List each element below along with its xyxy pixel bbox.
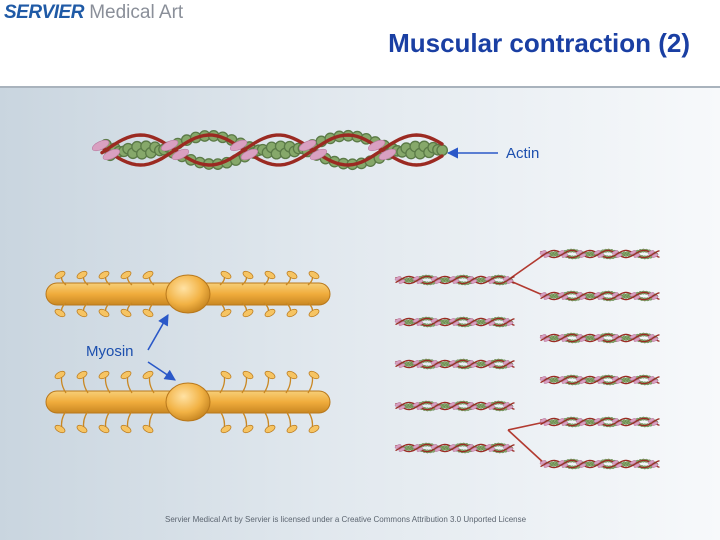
actin-filament-small	[539, 248, 660, 260]
slide-title: Muscular contraction (2)	[388, 28, 690, 58]
actin-filament-small	[394, 400, 515, 412]
license-credit: Servier Medical Art by Servier is licens…	[165, 515, 527, 524]
actin-filaments-small	[394, 248, 660, 470]
actin-label: Actin	[506, 145, 540, 162]
panel-top-line	[0, 86, 720, 88]
actin-filament-small	[394, 358, 515, 370]
actin-filament-small	[394, 316, 515, 328]
myosin-label: Myosin	[86, 343, 134, 360]
actin-filament-small	[539, 458, 660, 470]
servier-logo: SERVIER Medical Art	[4, 2, 183, 24]
myosin-filament-bottom	[45, 370, 331, 434]
actin-bracket-lines	[507, 253, 546, 465]
actin-filament-small	[539, 416, 660, 428]
actin-filament-small	[539, 374, 660, 386]
myosin-pointer-arrow-down	[147, 361, 176, 381]
actin-filament-small	[394, 274, 515, 286]
actin-filament-small	[539, 332, 660, 344]
actin-filament-large	[91, 129, 449, 171]
actin-filament-small	[394, 442, 515, 454]
logo-brand: SERVIER	[4, 2, 84, 23]
myosin-filament-top	[45, 270, 331, 318]
actin-filament-small	[539, 290, 660, 302]
logo-sub: Medical Art	[89, 2, 184, 23]
myosin-pointer-arrow-up	[147, 314, 169, 351]
